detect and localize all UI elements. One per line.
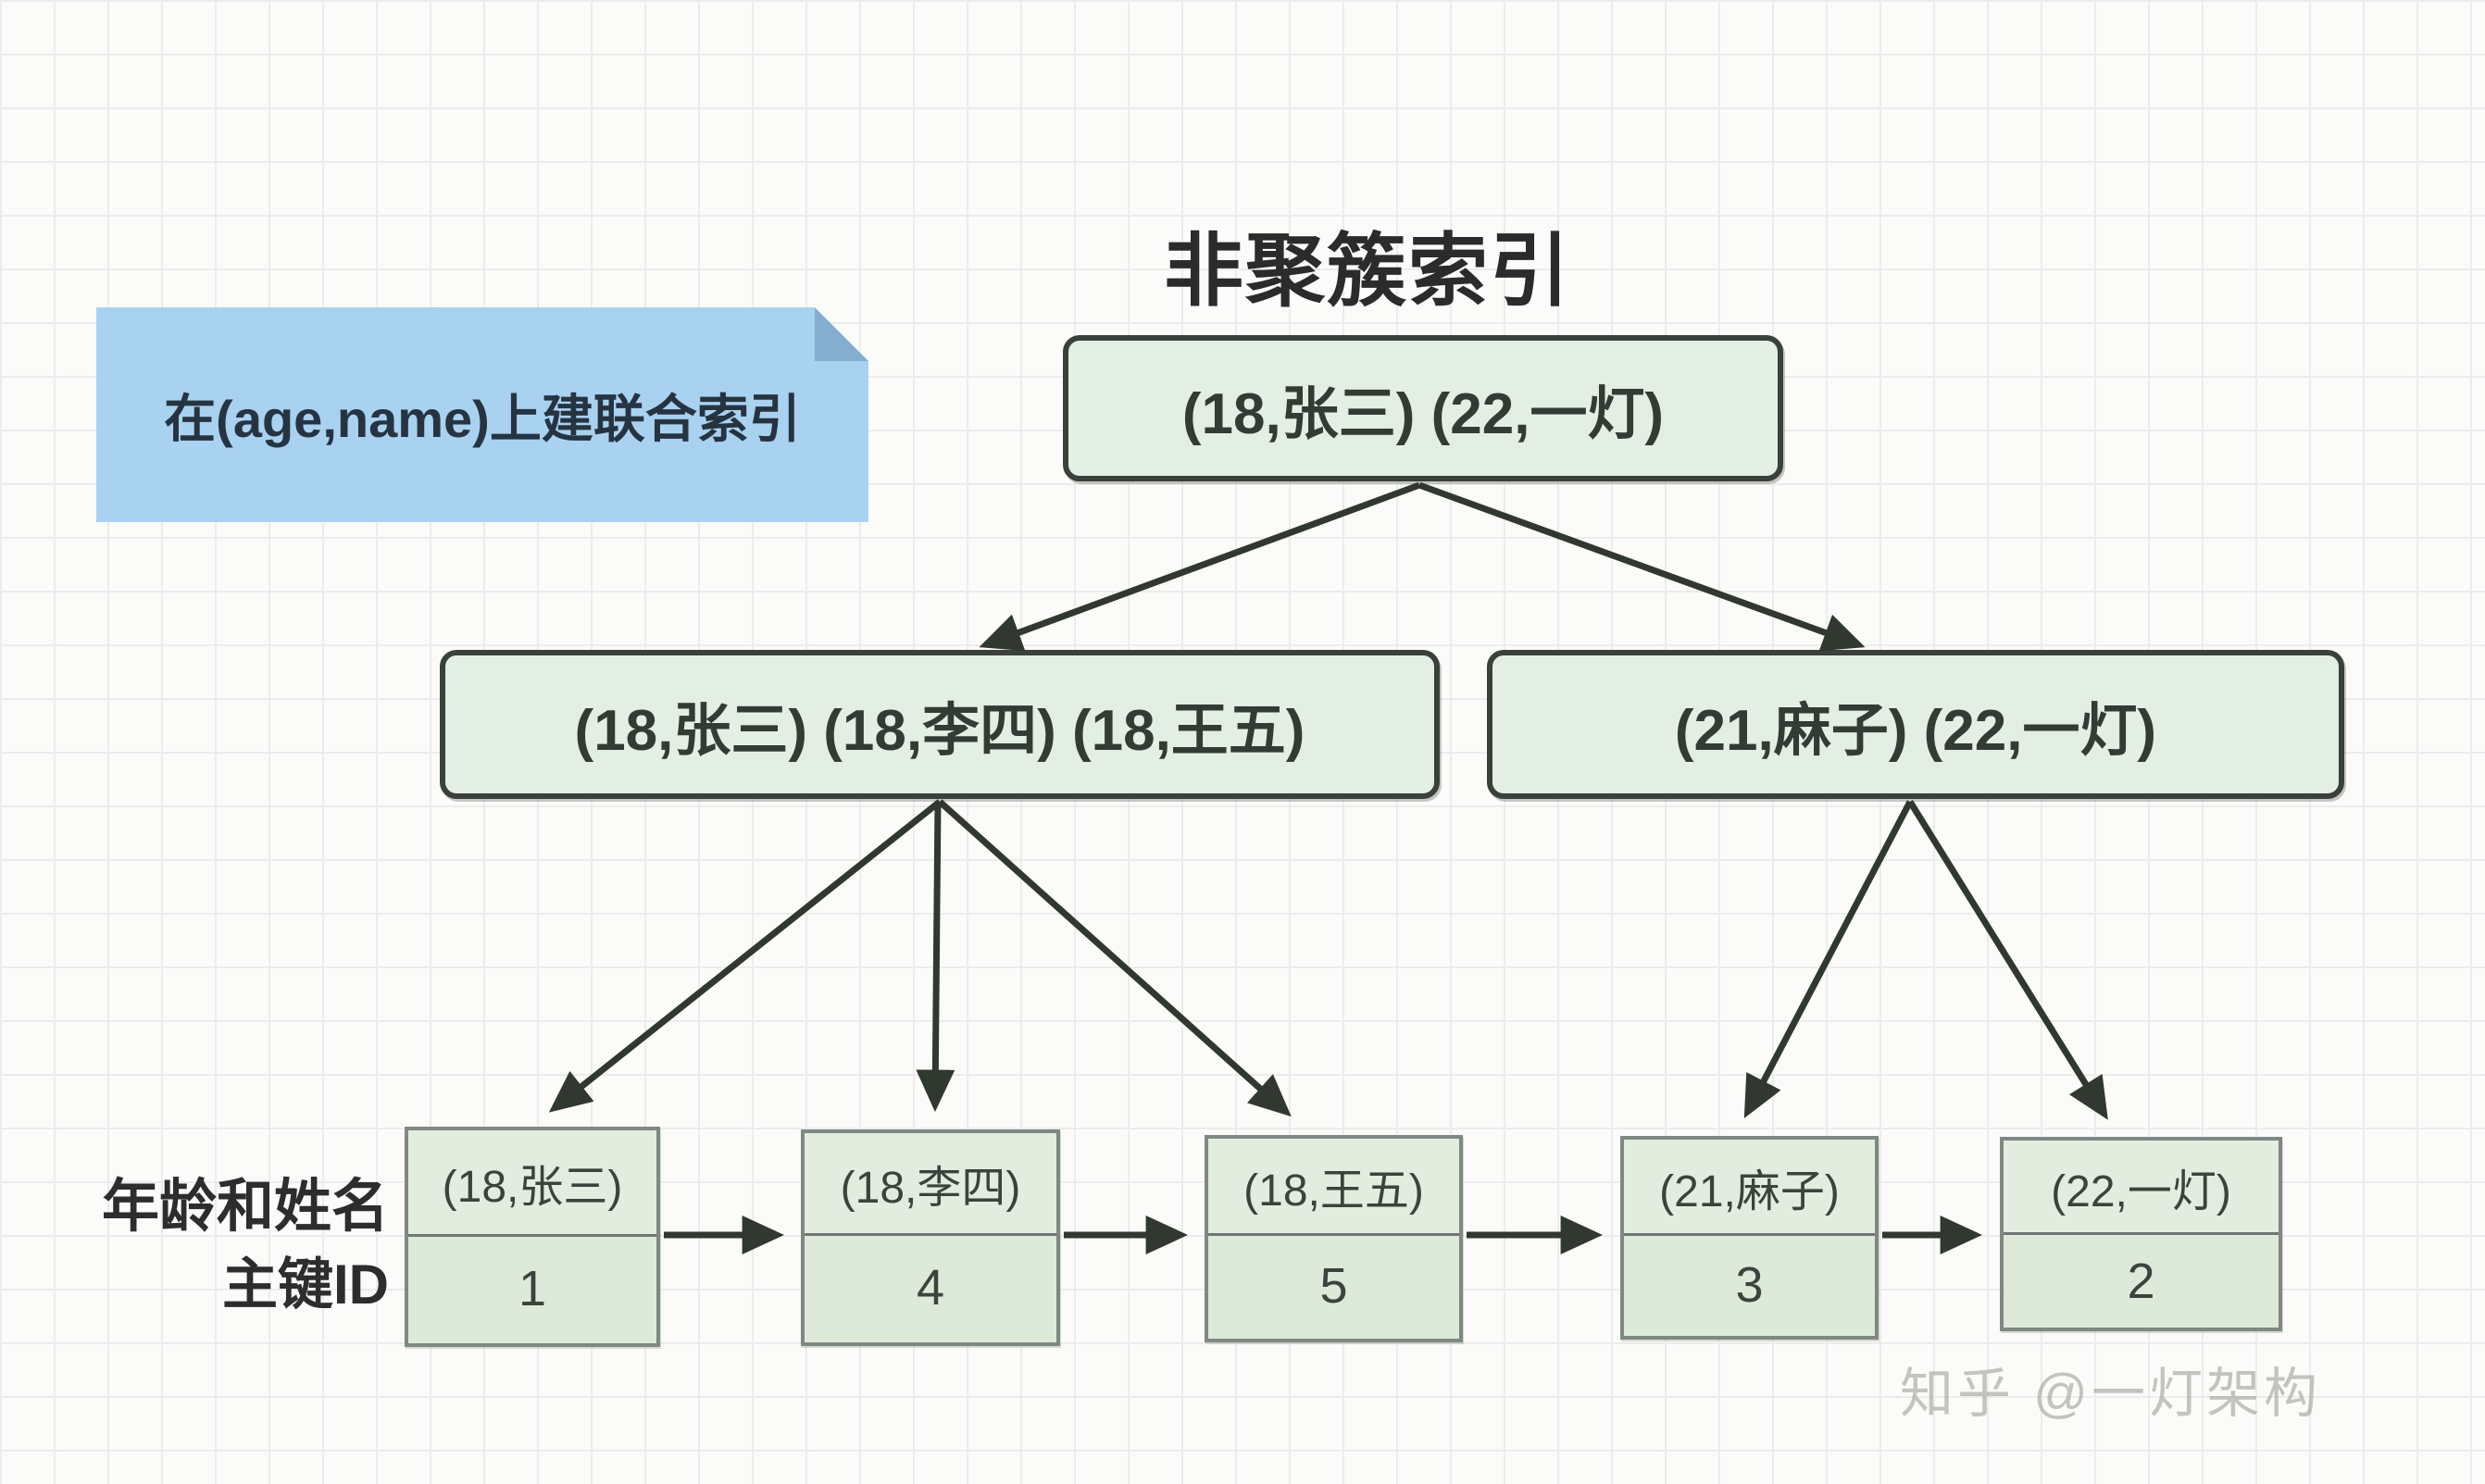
sticky-note: 在(age,name)上建联合索引 bbox=[96, 307, 868, 522]
index-internal-node-right: (21,麻子) (22,一灯) bbox=[1487, 650, 2344, 799]
arrow-root-to-right-internal bbox=[1417, 481, 1866, 652]
watermark-text: 知乎 @一灯架构 bbox=[1900, 1364, 2321, 1424]
leaf-4-id-cell: 3 bbox=[1735, 1256, 1764, 1313]
leaf-node-3: (18,王五) 5 bbox=[1205, 1135, 1463, 1342]
leaf-node-2: (18,李四) 4 bbox=[801, 1129, 1060, 1346]
index-internal-left-label: (18,张三) (18,李四) (18,王五) bbox=[574, 698, 1305, 763]
leaf-4-key-cell: (21,麻子) bbox=[1624, 1140, 1875, 1236]
sticky-note-text: 在(age,name)上建联合索引 bbox=[164, 389, 801, 448]
leaf-2-id-cell: 4 bbox=[916, 1260, 945, 1316]
arrow-right-internal-to-leaf-4 bbox=[1743, 800, 1914, 1119]
index-internal-node-left: (18,张三) (18,李四) (18,王五) bbox=[440, 650, 1440, 799]
leaf-1-id-cell: 1 bbox=[518, 1261, 547, 1316]
sticky-note-fold-corner bbox=[815, 307, 868, 361]
leaf-row-labels: 年龄和姓名 主键ID bbox=[56, 1174, 389, 1318]
arrow-right-internal-to-leaf-5 bbox=[1907, 800, 2108, 1120]
leaf-1-key-cell: (18,张三) bbox=[408, 1130, 656, 1237]
leaf-2-key-cell: (18,李四) bbox=[805, 1133, 1056, 1236]
arrow-root-to-left-internal bbox=[979, 481, 1421, 652]
leaf-5-key-cell: (22,一灯) bbox=[2004, 1141, 2279, 1235]
arrow-left-internal-to-leaf-2 bbox=[916, 801, 955, 1113]
diagram-title: 非聚簇索引 bbox=[1164, 227, 1571, 316]
leaf-node-5: (22,一灯) 2 bbox=[2000, 1137, 2282, 1331]
leaf-node-4: (21,麻子) 3 bbox=[1620, 1136, 1879, 1340]
leaf-3-key-cell: (18,王五) bbox=[1208, 1139, 1459, 1236]
index-root-node: (18,张三) (22,一灯) bbox=[1063, 335, 1783, 481]
leaf-key-row-label: 年龄和姓名 bbox=[101, 1175, 389, 1239]
leaf-id-row-label: 主键ID bbox=[222, 1253, 389, 1316]
leaf-5-id-cell: 2 bbox=[2127, 1253, 2155, 1309]
leaf-node-1: (18,张三) 1 bbox=[405, 1127, 660, 1347]
index-internal-right-label: (21,麻子) (22,一灯) bbox=[1674, 698, 2157, 763]
arrow-left-internal-to-leaf-3 bbox=[937, 799, 1292, 1117]
index-root-label: (18,张三) (22,一灯) bbox=[1181, 382, 1665, 446]
arrow-left-internal-to-leaf-1 bbox=[548, 799, 943, 1113]
leaf-3-id-cell: 5 bbox=[1319, 1258, 1348, 1314]
